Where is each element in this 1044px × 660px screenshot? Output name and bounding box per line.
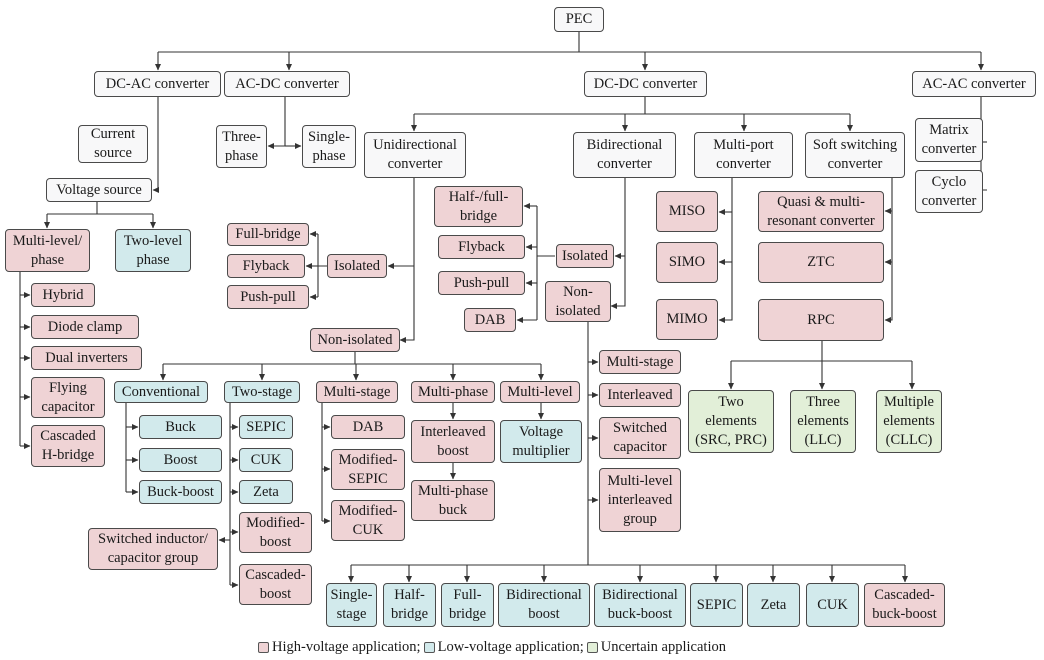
flying-capacitor-node: Flying capacitor (31, 377, 105, 418)
bi-dab-node: DAB (464, 308, 516, 332)
voltage-source-node: Voltage source (46, 178, 152, 202)
unidirectional-converter-node: Unidirectional converter (364, 132, 466, 178)
bidirectional-converter-node: Bidirectional converter (573, 132, 676, 178)
legend-high-swatch (258, 641, 269, 653)
hybrid-node: Hybrid (31, 283, 95, 307)
cascaded-boost-node: Cascaded- boost (239, 564, 312, 605)
mimo-node: MIMO (656, 299, 718, 340)
miso-node: MISO (656, 191, 718, 232)
buck-node: Buck (139, 415, 222, 439)
current-source-node: Current source (78, 125, 148, 163)
bi-half-full-bridge-node: Half-/full- bridge (434, 186, 523, 227)
bi-multi-stage-node: Multi-stage (599, 350, 681, 374)
b-cuk-node: CUK (806, 583, 859, 627)
multi-phase-node: Multi-phase (411, 381, 495, 403)
pec-node: PEC (554, 7, 604, 32)
legend: High-voltage application; Low-voltage ap… (258, 638, 729, 656)
modified-boost-node: Modified- boost (239, 512, 312, 553)
voltage-multiplier-node: Voltage multiplier (500, 420, 582, 463)
multi-phase-buck-node: Multi-phase buck (411, 480, 495, 521)
bi-flyback-node: Flyback (438, 235, 525, 259)
b-single-stage-node: Single- stage (326, 583, 377, 627)
bi-non-isolated-node: Non- isolated (545, 281, 611, 322)
sepic-node: SEPIC (239, 415, 293, 439)
matrix-converter-node: Matrix converter (915, 118, 983, 162)
uni-full-bridge-node: Full-bridge (227, 223, 309, 246)
buck-boost-node: Buck-boost (139, 480, 222, 504)
three-elements-node: Three elements (LLC) (790, 390, 856, 453)
bi-push-pull-node: Push-pull (438, 271, 525, 295)
bi-multi-level-interleaved-group-node: Multi-level interleaved group (599, 468, 681, 532)
bi-isolated-node: Isolated (556, 244, 614, 268)
cuk-node: CUK (239, 448, 293, 472)
b-full-bridge-node: Full- bridge (441, 583, 494, 627)
legend-low-label: Low-voltage application; (437, 638, 584, 655)
b-cascaded-buck-boost-node: Cascaded- buck-boost (864, 583, 945, 627)
uni-flyback-node: Flyback (227, 254, 305, 278)
bi-switched-capacitor-node: Switched capacitor (599, 417, 681, 459)
legend-low-swatch (423, 641, 435, 653)
rpc-node: RPC (758, 299, 884, 341)
uni-non-isolated-node: Non-isolated (310, 328, 400, 352)
simo-node: SIMO (656, 242, 718, 283)
two-stage-node: Two-stage (224, 381, 300, 403)
ms-dab-node: DAB (331, 415, 405, 439)
multi-port-converter-node: Multi-port converter (694, 132, 793, 178)
multi-stage-node: Multi-stage (316, 381, 398, 403)
cascaded-h-bridge-node: Cascaded H-bridge (31, 425, 105, 467)
legend-uncertain-swatch (586, 641, 598, 653)
soft-switching-converter-node: Soft switching converter (805, 132, 905, 178)
dc-dc-converter-node: DC-DC converter (584, 71, 707, 97)
b-bidirectional-boost-node: Bidirectional boost (498, 583, 590, 627)
single-phase-node: Single- phase (302, 125, 356, 168)
multi-level-node: Multi-level (500, 381, 580, 403)
uni-isolated-node: Isolated (327, 254, 387, 278)
dual-inverters-node: Dual inverters (31, 346, 142, 370)
interleaved-boost-node: Interleaved boost (411, 420, 495, 463)
multiple-elements-node: Multiple elements (CLLC) (876, 390, 942, 453)
ztc-node: ZTC (758, 242, 884, 283)
zeta-node: Zeta (239, 480, 293, 504)
legend-high-label: High-voltage application; (272, 638, 421, 655)
diode-clamp-node: Diode clamp (31, 315, 139, 339)
uni-push-pull-node: Push-pull (227, 285, 309, 309)
ac-dc-converter-node: AC-DC converter (224, 71, 350, 97)
boost-node: Boost (139, 448, 222, 472)
switched-inductor-capacitor-group-node: Switched inductor/ capacitor group (88, 528, 218, 570)
ac-ac-converter-node: AC-AC converter (912, 71, 1036, 97)
conventional-node: Conventional (114, 381, 208, 403)
bi-interleaved-node: Interleaved (599, 383, 681, 407)
two-level-phase-node: Two-level phase (115, 229, 191, 272)
cyclo-converter-node: Cyclo converter (915, 170, 983, 213)
legend-uncertain-label: Uncertain application (600, 638, 726, 655)
modified-sepic-node: Modified- SEPIC (331, 449, 405, 490)
dc-ac-converter-node: DC-AC converter (94, 71, 221, 97)
b-sepic-node: SEPIC (690, 583, 743, 627)
multi-level-phase-node: Multi-level/ phase (5, 229, 90, 272)
b-bidirectional-buck-boost-node: Bidirectional buck-boost (594, 583, 686, 627)
b-half-bridge-node: Half- bridge (383, 583, 436, 627)
modified-cuk-node: Modified- CUK (331, 500, 405, 541)
quasi-multi-resonant-node: Quasi & multi- resonant converter (758, 191, 884, 232)
b-zeta-node: Zeta (747, 583, 800, 627)
three-phase-node: Three- phase (216, 125, 267, 168)
two-elements-node: Two elements (SRC, PRC) (688, 390, 774, 453)
